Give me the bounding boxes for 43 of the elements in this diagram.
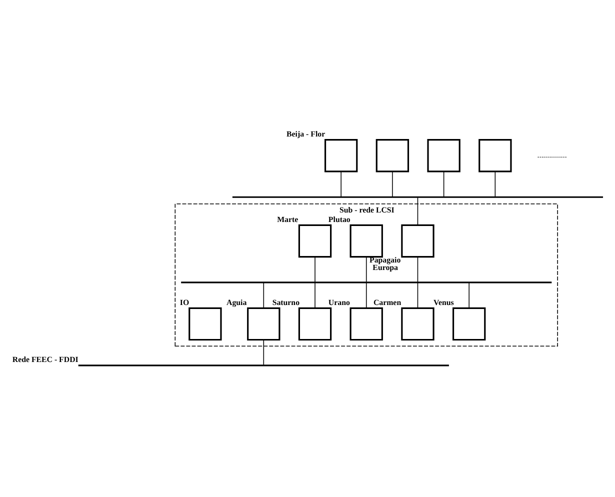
- label: ...............: [537, 150, 567, 160]
- node-label: Beija - Flor: [286, 130, 326, 139]
- connector: [314, 256, 316, 282]
- node-box: [350, 224, 383, 258]
- node-box: [401, 224, 434, 258]
- connector: [443, 171, 444, 197]
- node-label: Papagaio: [370, 255, 401, 264]
- node-box: [324, 139, 358, 172]
- node-bar: [232, 196, 604, 198]
- connector: [468, 282, 470, 308]
- node-box: [298, 307, 332, 341]
- node-label: Venus: [434, 298, 454, 307]
- node-box: [298, 224, 332, 258]
- connector: [263, 282, 264, 308]
- node-label: IO: [180, 298, 190, 307]
- node-bar: [181, 282, 552, 284]
- node-label: Saturno: [272, 298, 300, 307]
- connector: [340, 171, 342, 197]
- node-box: [427, 139, 460, 172]
- node-box: [247, 307, 280, 341]
- connector: [417, 197, 418, 226]
- connector: [366, 256, 367, 282]
- connector: [417, 282, 418, 308]
- node-box: [452, 307, 486, 341]
- node-box: [188, 307, 222, 341]
- node-label: Carmen: [373, 298, 402, 307]
- node-label: Marte: [277, 215, 298, 224]
- connector: [494, 171, 496, 197]
- node-label: Plutao: [328, 215, 350, 224]
- node-label: Europa: [372, 263, 398, 272]
- node-label: Rede FEEC - FDDI: [12, 354, 78, 364]
- node-box: [376, 139, 410, 172]
- node-box: [350, 307, 383, 341]
- connector: [263, 339, 264, 366]
- node-label: Aguia: [226, 298, 247, 307]
- connector: [366, 282, 367, 308]
- node-box: [401, 307, 434, 341]
- connector: [392, 171, 393, 197]
- connector: [417, 256, 418, 282]
- connector: [314, 282, 316, 308]
- node-label: Urano: [328, 298, 350, 307]
- node-bar: [78, 364, 449, 366]
- node-box: [478, 139, 512, 172]
